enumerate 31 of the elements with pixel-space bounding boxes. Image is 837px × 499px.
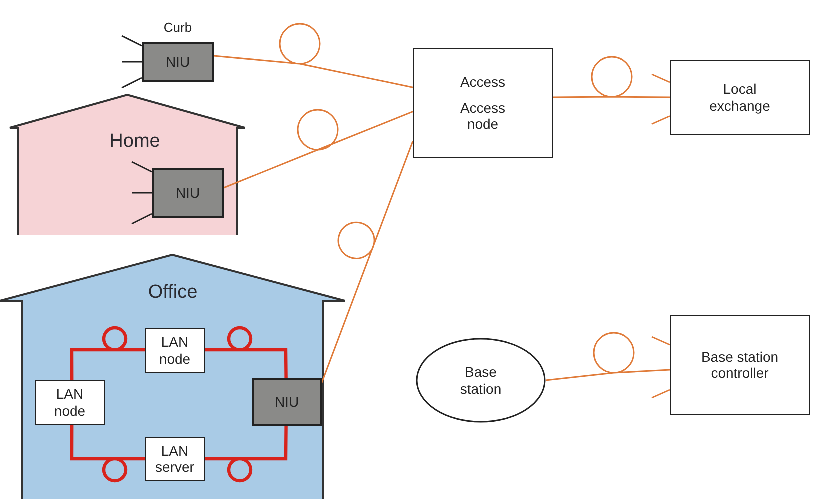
fiber-cable-with-loop: [546, 332, 670, 382]
equipment-box: [413, 48, 553, 158]
node-label: Access node: [459, 100, 507, 132]
node-label: LAN server: [154, 442, 196, 476]
equipment-box: [670, 315, 810, 415]
interface-unit-box: [252, 378, 322, 426]
node-label: Base station controller: [700, 348, 780, 382]
house-label: Home: [110, 131, 160, 153]
fiber-cable-with-loop: [321, 141, 414, 384]
ring-cable: [70, 326, 145, 380]
equipment-box: [145, 437, 205, 481]
node-label: Base station: [459, 364, 503, 397]
equipment-box: [145, 328, 205, 373]
ring-cable: [70, 425, 145, 483]
node-caption: Curb: [162, 21, 194, 36]
node-label: LAN node: [53, 386, 87, 419]
node-label: NIU: [274, 394, 300, 410]
equipment-box: [670, 60, 810, 135]
fiber-cable-with-loop: [214, 23, 414, 88]
node-label: LAN node: [158, 334, 192, 367]
node-label: NIU: [176, 184, 200, 202]
ring-cable: [205, 326, 288, 378]
node-label: NIU: [166, 54, 190, 70]
fiber-cable-with-loop: [553, 56, 670, 98]
ring-cable: [205, 426, 288, 483]
equipment-box: [35, 380, 105, 425]
fiber-cable-with-loop: [224, 109, 414, 189]
node-label: Local exchange: [708, 81, 772, 114]
node-label: Access: [460, 74, 506, 90]
house-label: Office: [148, 282, 198, 304]
interface-unit-box: [152, 168, 224, 218]
